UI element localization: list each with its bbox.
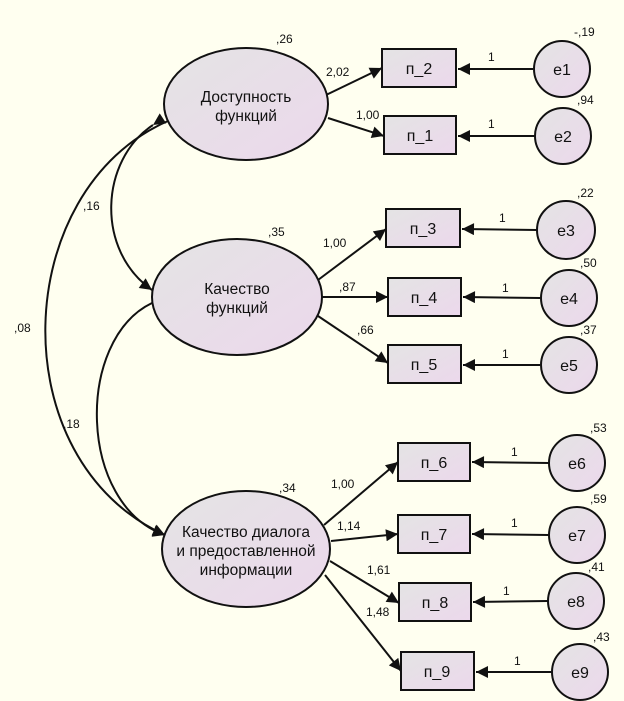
error-weight-e1: 1 [488,50,495,64]
observed-node-n7[interactable]: п_7 [397,514,471,554]
observed-label-n3: п_3 [410,221,437,238]
error-arrow-e6 [471,456,550,469]
error-variance-e4: ,50 [580,256,597,270]
error-weight-e4: 1 [502,281,509,295]
error-weight-e5: 1 [502,347,509,361]
error-arrow-e8 [472,595,549,608]
loading-label-f2-n3: 1,00 [323,236,347,250]
observed-label-n8: п_8 [422,595,449,612]
observed-label-n6: п_6 [421,455,448,472]
loading-label-f1-n1: 1,00 [356,108,380,122]
error-node-e1[interactable]: e1 [533,40,591,98]
error-label-e1: e1 [553,62,571,79]
error-node-e3[interactable]: e3 [536,200,596,260]
error-variance-e8: ,41 [588,560,605,574]
observed-node-n5[interactable]: п_5 [387,344,462,384]
error-weight-e7: 1 [511,516,518,530]
loading-label-f3-n8: 1,61 [367,563,391,577]
latent-label-f2: функций [206,300,268,317]
observed-label-n7: п_7 [421,527,448,544]
error-variance-e9: ,43 [593,630,610,644]
error-variance-e2: ,94 [577,93,594,107]
loading-label-f3-n7: 1,14 [337,519,361,533]
loading-arrow-f1-n1 [327,117,385,139]
error-label-e9: e9 [571,665,589,682]
latent-label-f3: информации [200,562,293,579]
error-node-e9[interactable]: e9 [551,643,609,701]
error-node-e6[interactable]: e6 [548,434,606,492]
error-label-e4: e4 [560,291,578,308]
error-node-e4[interactable]: e4 [540,269,598,327]
latent-node-f1[interactable]: Доступность функций [163,47,329,161]
observed-node-n1[interactable]: п_1 [383,115,457,155]
observed-node-n6[interactable]: п_6 [397,442,471,482]
latent-label-f3: и предоставленной [176,543,315,560]
latent-node-f3[interactable]: Качество диалога и предоставленной инфор… [161,490,331,608]
error-weight-e3: 1 [499,211,506,225]
error-weight-e8: 1 [503,584,510,598]
error-variance-e5: ,37 [580,323,597,337]
observed-node-n8[interactable]: п_8 [398,582,472,622]
loading-arrow-f3-n6 [323,461,399,526]
loading-arrow-f3-n7 [330,529,399,542]
error-arrow-e7 [471,528,550,541]
latent-label-f1: функций [215,108,277,125]
latent-variance-f2: ,35 [268,225,285,239]
error-label-e2: e2 [554,129,572,146]
latent-node-f2[interactable]: Качество функций [151,238,323,356]
error-variance-e6: ,53 [590,421,607,435]
covariance-arc-f2-f3 [95,292,166,537]
loading-label-f2-n4: ,87 [339,280,356,294]
error-arrow-e4 [462,291,541,304]
observed-label-n4: п_4 [411,290,438,307]
latent-label-f3: Качество диалога [182,524,310,541]
latent-label-f2: Качество [204,281,270,298]
covariance-arc-f1-f3 [44,110,182,536]
latent-variance-f3: ,34 [279,481,296,495]
error-label-e5: e5 [560,358,578,375]
error-label-e6: e6 [568,456,586,473]
error-weight-e9: 1 [514,654,521,668]
error-variance-e3: ,22 [577,186,594,200]
loading-label-f3-n9: 1,48 [366,605,390,619]
error-label-e8: e8 [567,594,585,611]
loading-arrow-f1-n2 [325,67,383,96]
observed-label-n5: п_5 [411,357,438,374]
latent-label-f1: Доступность [201,89,292,106]
error-label-e7: e7 [568,528,586,545]
loading-arrow-f3-n9 [324,574,402,672]
observed-label-n9: п_9 [424,664,451,681]
loading-label-f2-n5: ,66 [357,323,374,337]
loading-arrow-f2-n5 [317,315,389,364]
error-node-e2[interactable]: e2 [534,107,592,165]
error-weight-e6: 1 [511,445,518,459]
observed-node-n2[interactable]: п_2 [381,48,457,88]
observed-node-n3[interactable]: п_3 [385,208,461,248]
error-node-e5[interactable]: e5 [540,336,598,394]
latent-variance-f1: ,26 [276,32,293,46]
loading-label-f1-n2: 2,02 [326,65,350,79]
observed-node-n9[interactable]: п_9 [400,651,475,691]
loading-label-f3-n6: 1,00 [331,477,355,491]
error-arrow-e3 [461,223,538,236]
error-variance-e7: ,59 [590,492,607,506]
covariance-arc-f1-f2 [110,113,167,291]
loading-arrow-f2-n3 [317,228,387,281]
observed-label-n2: п_2 [406,61,433,78]
error-node-e8[interactable]: e8 [547,572,605,630]
error-node-e7[interactable]: e7 [548,506,606,564]
covariance-label-f1-f2: ,16 [83,199,100,213]
error-variance-e1: -,19 [574,25,595,39]
covariance-label-f2-f3: ,18 [63,417,80,431]
loading-arrow-f3-n8 [329,560,400,604]
error-weight-e2: 1 [488,117,495,131]
observed-node-n4[interactable]: п_4 [387,277,462,317]
error-label-e3: e3 [557,223,575,240]
observed-label-n1: п_1 [407,128,434,145]
covariance-label-f1-f3: ,08 [14,321,31,335]
